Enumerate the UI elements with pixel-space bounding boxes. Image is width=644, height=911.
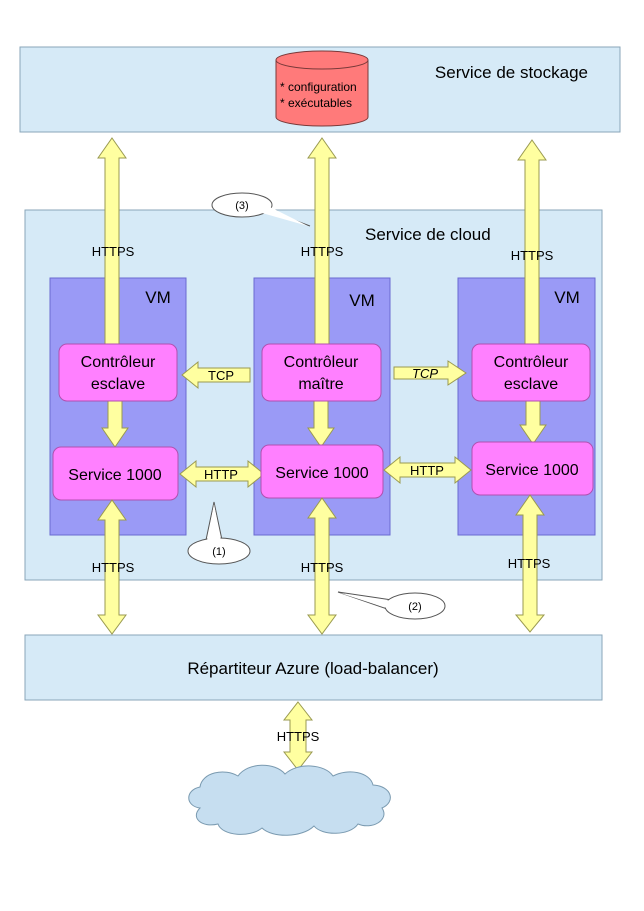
arrow-https-bottom-center [307, 497, 337, 635]
service-label-center: Service 1000 [275, 465, 368, 482]
database-cylinder-icon [275, 50, 369, 127]
cloud-service-title: Service de cloud [365, 225, 491, 244]
arrow-http-right [383, 455, 472, 485]
arrow-https-bottom-right [514, 494, 546, 633]
https-label-top-center: HTTPS [301, 244, 344, 259]
arrow-controller-service-center [307, 399, 335, 448]
storage-service-title: Service de stockage [435, 63, 588, 82]
load-balancer-panel [24, 634, 603, 701]
arrow-tcp-left [181, 360, 251, 390]
service-1000-left [52, 446, 179, 501]
controller-slave-right [471, 343, 591, 402]
database-line-configuration: * configuration [280, 80, 357, 94]
controller-center-line1: Contrôleur [284, 354, 359, 371]
callout-3-label: (3) [235, 200, 248, 212]
vm-title-left: VM [145, 288, 171, 307]
https-label-bottom-right: HTTPS [508, 556, 551, 571]
http-label-right: HTTP [410, 463, 444, 478]
arrow-controller-service-left [101, 399, 129, 448]
tcp-label-left: TCP [208, 368, 234, 383]
https-label-top-left: HTTPS [92, 244, 135, 259]
controller-master-center [261, 343, 382, 402]
tcp-label-right: TCP [412, 366, 438, 381]
internet-cloud-icon [188, 764, 391, 836]
controller-left-line2: esclave [91, 376, 145, 393]
callout-2-bubble [337, 591, 446, 620]
database-line-executables: * exécutables [280, 96, 352, 110]
callout-1-label: (1) [212, 546, 225, 558]
service-label-left: Service 1000 [68, 467, 161, 484]
arrow-https-bottom-left [97, 499, 127, 635]
arrow-tcp-right [393, 360, 467, 386]
controller-left-line1: Contrôleur [81, 354, 156, 371]
service-1000-right [471, 441, 594, 496]
service-label-right: Service 1000 [485, 462, 578, 479]
vm-title-right: VM [554, 288, 580, 307]
https-label-top-right: HTTPS [511, 248, 554, 263]
controller-center-line2: maître [298, 376, 343, 393]
https-label-internet: HTTPS [277, 729, 320, 744]
http-label-left: HTTP [204, 467, 238, 482]
callout-2-label: (2) [408, 601, 421, 613]
callout-3-bubble [211, 192, 311, 227]
controller-right-line2: esclave [504, 376, 558, 393]
callout-1-bubble [187, 501, 251, 565]
arrow-controller-service-right [519, 399, 547, 445]
https-label-bottom-left: HTTPS [92, 560, 135, 575]
load-balancer-label: Répartiteur Azure (load-balancer) [187, 659, 438, 678]
controller-slave-left [58, 343, 178, 402]
https-label-bottom-center: HTTPS [301, 560, 344, 575]
controller-right-line1: Contrôleur [494, 354, 569, 371]
vm-title-center: VM [349, 291, 375, 310]
